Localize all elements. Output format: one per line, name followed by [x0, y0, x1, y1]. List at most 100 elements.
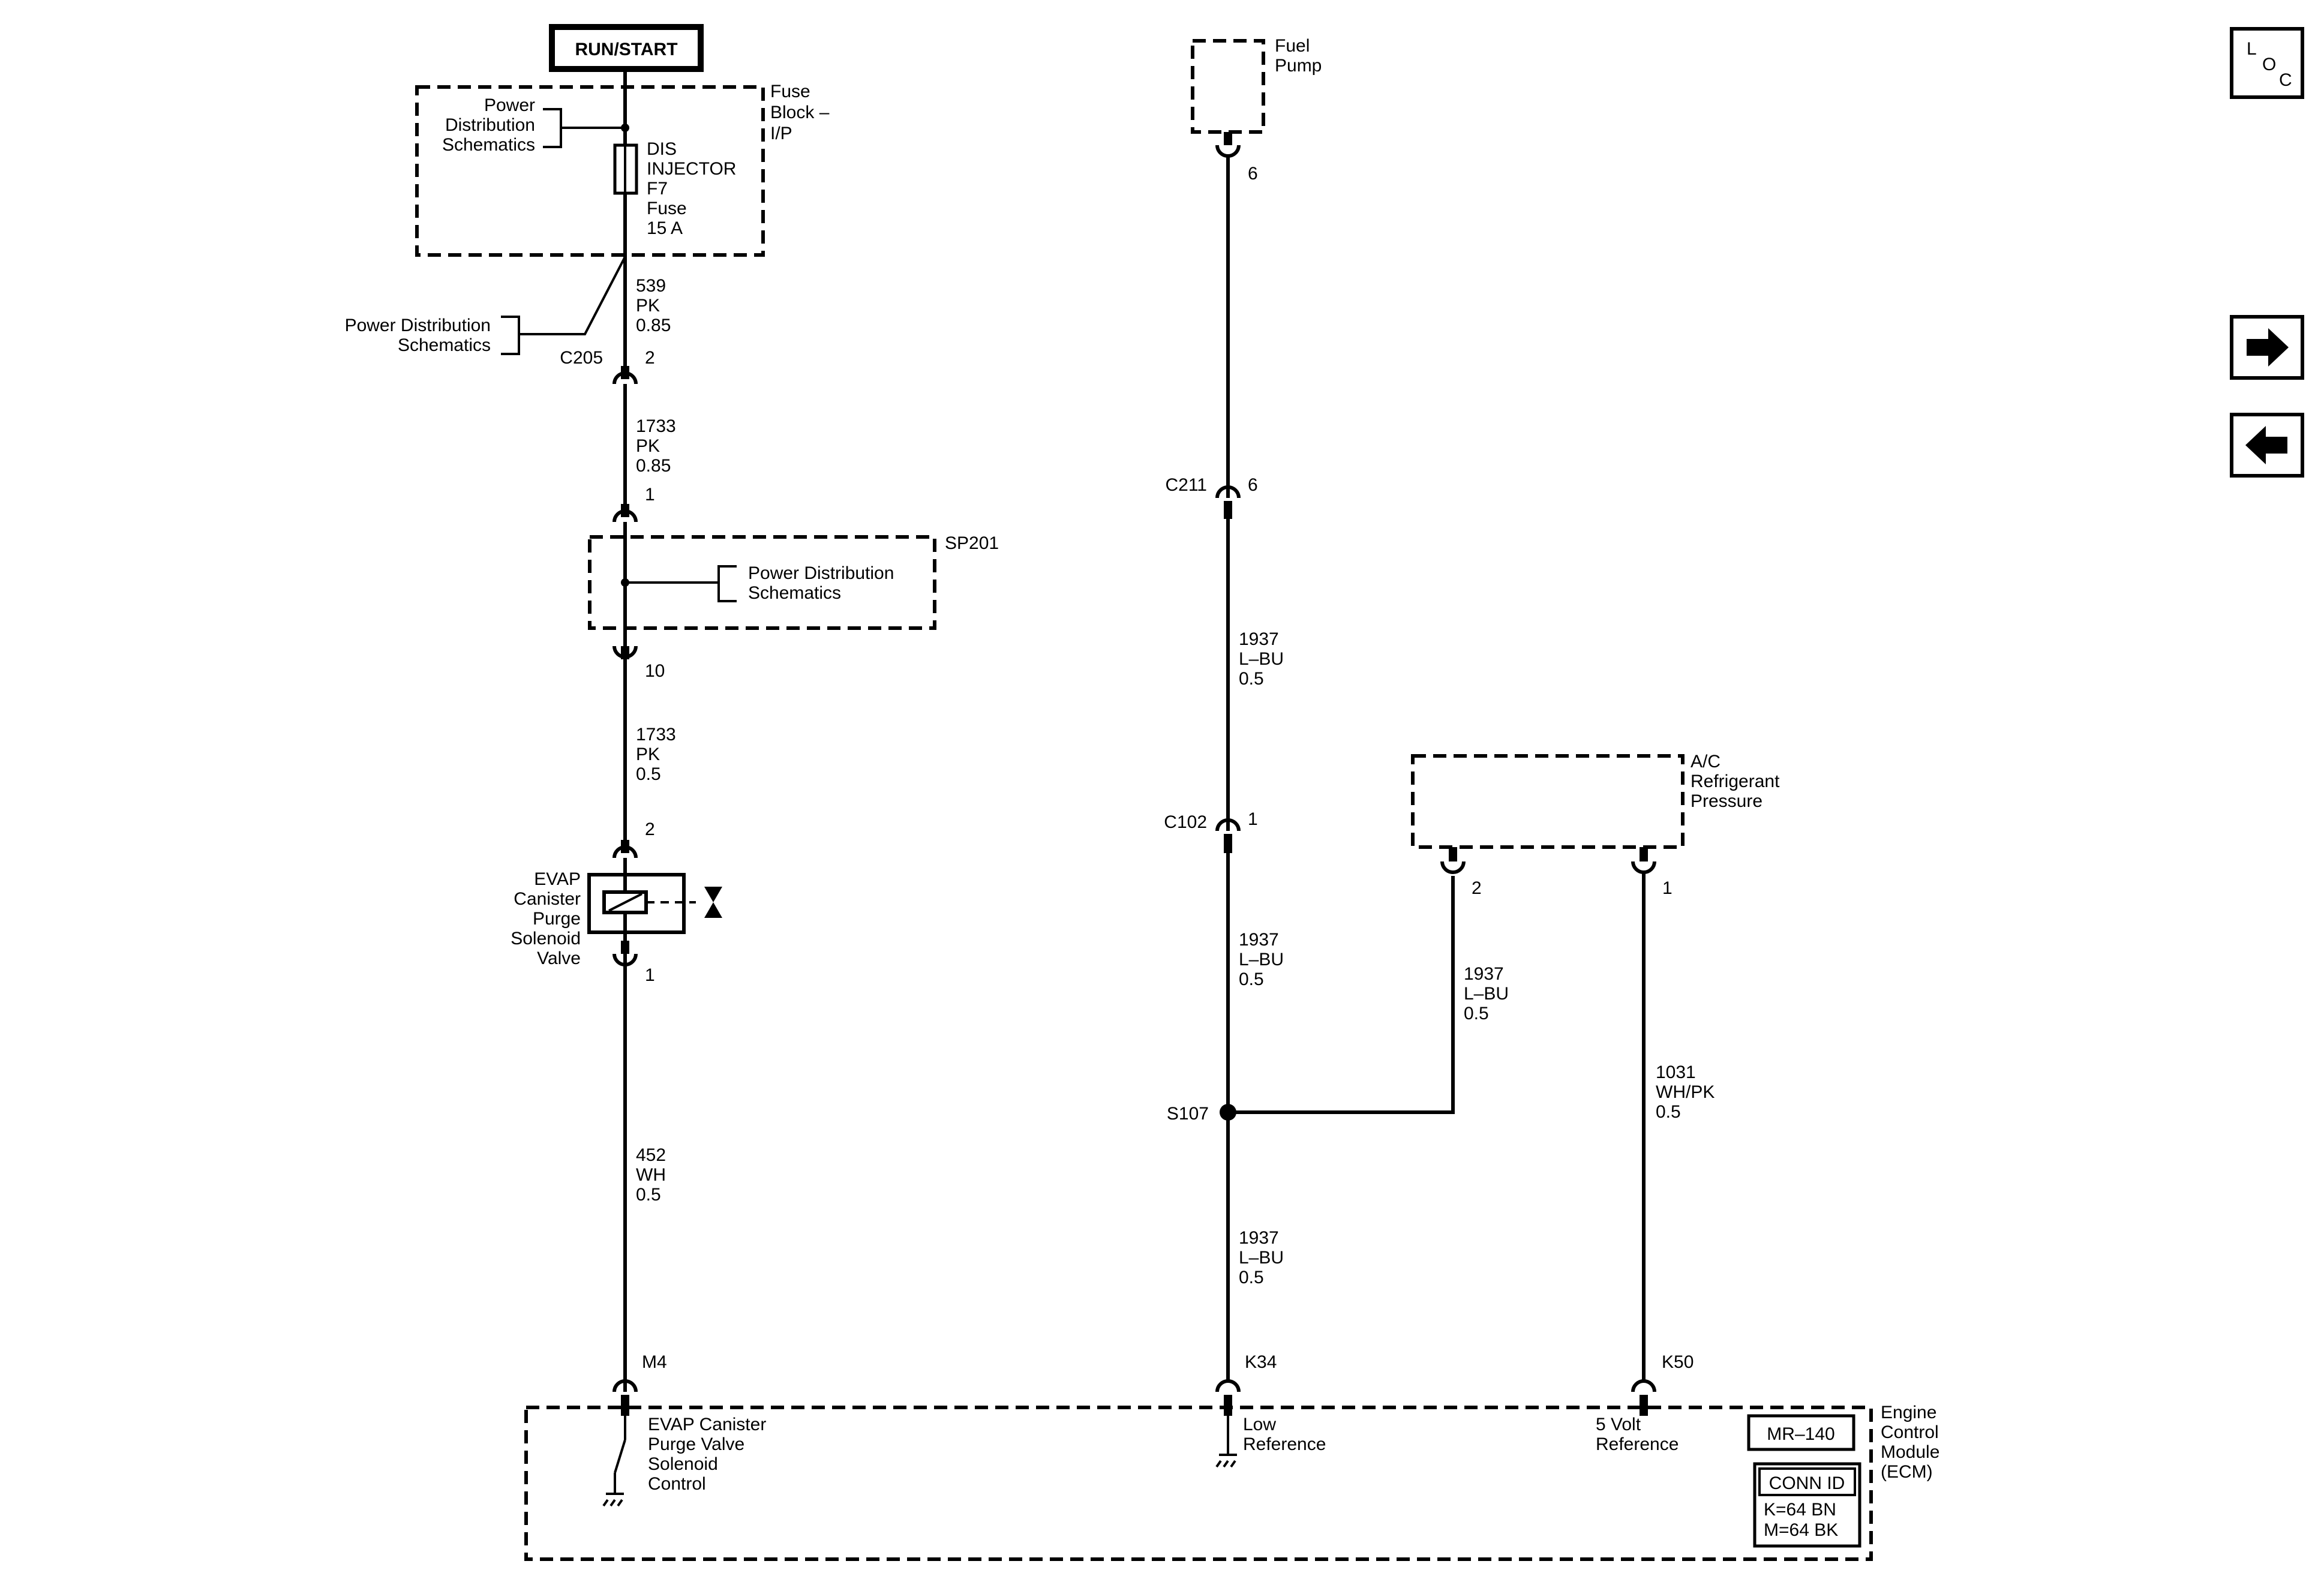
svg-text:2: 2	[645, 348, 655, 368]
svg-text:DIS: DIS	[647, 139, 677, 159]
svg-text:0.85: 0.85	[636, 316, 671, 335]
svg-text:M=64 BK: M=64 BK	[1764, 1520, 1838, 1540]
svg-text:K=64 BN: K=64 BN	[1764, 1500, 1836, 1520]
svg-text:Power Distribution: Power Distribution	[748, 563, 894, 583]
run-start-box: RUN/START	[549, 24, 704, 72]
svg-text:A/C: A/C	[1691, 752, 1721, 772]
svg-text:Solenoid: Solenoid	[511, 929, 581, 948]
svg-text:1937: 1937	[1239, 1228, 1279, 1248]
svg-text:Fuse: Fuse	[647, 199, 687, 218]
svg-text:EVAP Canister: EVAP Canister	[648, 1415, 766, 1434]
splice-pack-sp201: 1 SP201 Power Distribution Schematics 10	[588, 485, 999, 681]
svg-text:Module: Module	[1881, 1442, 1939, 1462]
svg-text:K34: K34	[1245, 1352, 1277, 1372]
svg-text:Pump: Pump	[1275, 56, 1322, 76]
svg-text:1937: 1937	[1239, 629, 1279, 649]
svg-text:0.5: 0.5	[1656, 1102, 1681, 1122]
svg-text:Fuse: Fuse	[770, 82, 810, 101]
svg-text:L–BU: L–BU	[1239, 1248, 1284, 1268]
svg-text:Power: Power	[484, 95, 535, 115]
back-button[interactable]	[2230, 413, 2304, 478]
engine-control-module: Engine Control Module (ECM) M4 EVAP Cani…	[524, 1352, 1939, 1561]
svg-text:MR–140: MR–140	[1767, 1424, 1834, 1444]
svg-text:Reference: Reference	[1243, 1434, 1326, 1454]
wire-539-label: 539 PK 0.85	[636, 276, 671, 335]
svg-text:0.5: 0.5	[636, 764, 661, 784]
wire-1937a-label: 1937 L–BU 0.5	[1239, 629, 1284, 689]
svg-text:WH: WH	[636, 1165, 666, 1185]
fuse-block-box	[415, 85, 765, 257]
svg-text:Fuel: Fuel	[1275, 36, 1310, 56]
wire-1937c-label: 1937 L–BU 0.5	[1239, 1228, 1284, 1287]
svg-text:INJECTOR: INJECTOR	[647, 159, 736, 179]
svg-text:Canister: Canister	[514, 889, 581, 909]
svg-text:Purge: Purge	[533, 909, 581, 929]
svg-text:0.5: 0.5	[636, 1185, 661, 1205]
svg-text:CONN ID: CONN ID	[1769, 1473, 1845, 1493]
splice-s107: S107	[1167, 876, 1455, 1124]
svg-text:0.5: 0.5	[1239, 669, 1264, 689]
svg-text:WH/PK: WH/PK	[1656, 1082, 1715, 1102]
evap-canister-purge-solenoid: 2 1 EVAP Canister Purge Solenoid Valve	[511, 819, 722, 985]
loc-letter-o: O	[2262, 55, 2277, 74]
connector-c211: C211 6	[1166, 475, 1258, 519]
svg-text:15 A: 15 A	[647, 218, 683, 238]
svg-text:EVAP: EVAP	[534, 869, 581, 889]
svg-text:1031: 1031	[1656, 1062, 1696, 1082]
svg-text:1937: 1937	[1464, 964, 1504, 984]
svg-text:0.5: 0.5	[1464, 1004, 1489, 1023]
svg-text:Schematics: Schematics	[748, 583, 841, 603]
wire-1733b-label: 1733 PK 0.5	[636, 725, 676, 784]
svg-text:I/P: I/P	[770, 124, 792, 143]
svg-text:6: 6	[1248, 164, 1258, 184]
svg-text:L–BU: L–BU	[1239, 649, 1284, 669]
arrow-right-icon	[2247, 328, 2289, 367]
svg-text:Schematics: Schematics	[398, 335, 491, 355]
power-distribution-ref-top: Power Distribution Schematics	[442, 95, 629, 155]
fuse-block-label: Fuse Block – I/P	[770, 82, 830, 143]
svg-text:Control: Control	[648, 1474, 706, 1494]
loc-button[interactable]: L O C	[2230, 27, 2304, 99]
svg-text:Low: Low	[1243, 1415, 1276, 1434]
svg-text:C205: C205	[560, 348, 603, 368]
svg-text:Distribution: Distribution	[445, 115, 535, 135]
wire-1937b-label: 1937 L–BU 0.5	[1239, 930, 1284, 989]
svg-text:Schematics: Schematics	[442, 135, 535, 155]
svg-text:F7: F7	[647, 179, 668, 199]
svg-text:Refrigerant: Refrigerant	[1691, 772, 1780, 791]
svg-text:Power Distribution: Power Distribution	[345, 316, 491, 335]
fuse-f7: DIS INJECTOR F7 Fuse 15 A	[613, 139, 736, 238]
svg-text:PK: PK	[636, 436, 660, 456]
svg-text:Reference: Reference	[1596, 1434, 1679, 1454]
arrow-left-icon	[2245, 426, 2287, 464]
svg-text:0.85: 0.85	[636, 456, 671, 476]
svg-text:L–BU: L–BU	[1239, 950, 1284, 969]
svg-text:Solenoid: Solenoid	[648, 1454, 718, 1474]
power-distribution-ref-c205: Power Distribution Schematics	[345, 256, 626, 355]
svg-text:C102: C102	[1164, 812, 1207, 832]
svg-text:1: 1	[1248, 809, 1258, 829]
svg-text:1733: 1733	[636, 416, 676, 436]
ac-refrigerant-pressure-sensor: A/C Refrigerant Pressure 2 1	[1411, 752, 1780, 898]
fuel-pump: Fuel Pump 6	[1191, 36, 1322, 184]
connector-c102: C102 1	[1164, 809, 1258, 853]
wire-1733a-label: 1733 PK 0.85	[636, 416, 676, 476]
svg-text:5 Volt: 5 Volt	[1596, 1415, 1641, 1434]
svg-text:K50: K50	[1662, 1352, 1694, 1372]
svg-text:C211: C211	[1166, 475, 1208, 495]
svg-text:1: 1	[1662, 878, 1673, 898]
svg-text:Pressure: Pressure	[1691, 791, 1762, 811]
loc-letter-c: C	[2279, 70, 2292, 90]
svg-text:Control: Control	[1881, 1422, 1939, 1442]
svg-text:1: 1	[645, 485, 655, 505]
svg-text:PK: PK	[636, 296, 660, 316]
svg-text:S107: S107	[1167, 1104, 1209, 1124]
svg-text:10: 10	[645, 661, 665, 681]
svg-text:SP201: SP201	[945, 533, 999, 553]
run-start-label: RUN/START	[575, 40, 677, 59]
svg-text:M4: M4	[642, 1352, 667, 1372]
svg-text:2: 2	[645, 819, 655, 839]
forward-button[interactable]	[2230, 315, 2304, 380]
svg-text:(ECM): (ECM)	[1881, 1462, 1933, 1482]
